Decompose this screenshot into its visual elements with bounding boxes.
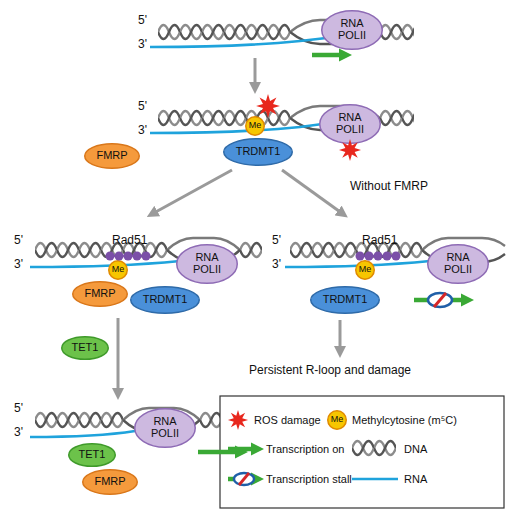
trdmt1-ellipse: TRDMT1 xyxy=(310,286,380,314)
legend-text: Transcription on xyxy=(266,443,344,455)
node-label: TRDMT1 xyxy=(323,294,368,306)
legend-text: ROS damage xyxy=(254,414,321,426)
node-label: TRDMT1 xyxy=(143,294,188,306)
rna-strand xyxy=(150,37,335,47)
node-label: RNA POLII xyxy=(189,252,225,275)
tet1-ellipse: TET1 xyxy=(61,336,109,360)
annotation-label: 5' xyxy=(272,234,281,247)
annotation-label: 5' xyxy=(138,100,147,113)
legend-dna-sample xyxy=(352,439,396,457)
transcription-stall-symbol xyxy=(414,293,466,307)
node-label: Me xyxy=(359,265,372,274)
flow-arrow xyxy=(339,320,342,352)
node-label: TRDMT1 xyxy=(236,146,281,158)
node-label: Me xyxy=(331,415,344,424)
annotation-label: 3' xyxy=(138,38,147,51)
annotation-label: Rad51 xyxy=(362,234,397,247)
legend-box xyxy=(220,396,504,508)
methyl-circle: Me xyxy=(108,260,128,280)
trdmt1-ellipse: TRDMT1 xyxy=(130,286,200,314)
transcription-arrow xyxy=(312,53,344,58)
outcome-note: Persistent R-loop and damage xyxy=(249,364,411,377)
legend-transcription-stall-sample xyxy=(228,473,256,485)
fmrp-ellipse: FMRP xyxy=(72,281,128,307)
legend-text: DNA xyxy=(404,443,427,455)
flow-arrow xyxy=(282,170,343,214)
node-label: Me xyxy=(112,265,125,274)
annotation-label: 3' xyxy=(138,124,147,137)
legend-text: RNA xyxy=(404,473,427,485)
legend-text: Methylcytosine (m⁵C) xyxy=(352,414,457,426)
node-label: RNA POLII xyxy=(440,252,476,275)
annotation-label: 5' xyxy=(14,234,23,247)
methyl-circle: Me xyxy=(355,260,375,280)
transcription-arrow xyxy=(198,450,240,455)
polymerase-ellipse: RNA POLII xyxy=(134,408,196,448)
legend-rna-sample xyxy=(352,478,398,481)
node-label: TET1 xyxy=(79,449,106,461)
legend-text: Transcription stall xyxy=(266,473,352,485)
annotation-label: Without FMRP xyxy=(350,180,428,193)
polymerase-ellipse: RNA POLII xyxy=(321,10,383,50)
trdmt1-ellipse: TRDMT1 xyxy=(223,138,293,166)
annotation-label: 3' xyxy=(14,426,23,439)
legend-transcription-on-sample xyxy=(228,447,256,452)
annotation-label: 5' xyxy=(138,14,147,27)
flow-arrow xyxy=(254,58,257,88)
legend-ros-sample xyxy=(228,410,248,430)
fmrp-ellipse: FMRP xyxy=(82,469,138,495)
annotation-label: 3' xyxy=(272,258,281,271)
polymerase-ellipse: RNA POLII xyxy=(176,244,238,284)
polymerase-ellipse: RNA POLII xyxy=(427,244,489,284)
fmrp-ellipse: FMRP xyxy=(84,143,140,169)
node-label: TET1 xyxy=(72,342,99,354)
tet1-ellipse: TET1 xyxy=(68,443,116,467)
node-label: FMRP xyxy=(96,150,127,162)
annotation-label: 5' xyxy=(14,402,23,415)
flow-arrow xyxy=(152,170,232,214)
methyl-circle: Me xyxy=(245,116,265,136)
annotation-label: 3' xyxy=(14,258,23,271)
node-label: RNA POLII xyxy=(334,18,370,41)
rad51-beads xyxy=(106,252,151,261)
rna-strand xyxy=(150,123,330,133)
node-label: RNA POLII xyxy=(147,416,183,439)
ros-star xyxy=(339,139,361,161)
flow-arrow xyxy=(117,318,120,394)
node-label: Me xyxy=(249,121,262,130)
polymerase-ellipse: RNA POLII xyxy=(319,104,381,144)
node-label: RNA POLII xyxy=(332,112,368,135)
rad51-beads xyxy=(356,252,401,261)
node-label: FMRP xyxy=(94,476,125,488)
methyl-circle: Me xyxy=(327,410,347,430)
ros-star xyxy=(256,94,280,118)
node-label: FMRP xyxy=(84,288,115,300)
annotation-label: Rad51 xyxy=(112,234,147,247)
